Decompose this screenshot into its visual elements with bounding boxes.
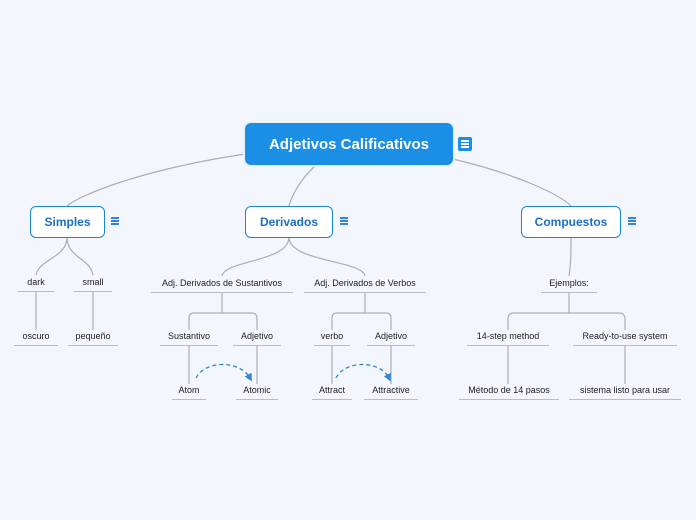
leaf-oscuro[interactable]: oscuro bbox=[14, 331, 58, 346]
leaf-ready-to-use-system[interactable]: Ready-to-use system bbox=[573, 331, 677, 346]
topic-derivados[interactable]: Derivados bbox=[245, 206, 333, 238]
notes-icon[interactable] bbox=[109, 215, 121, 227]
link-sust-col1 bbox=[188, 312, 222, 330]
link-sust-col2 bbox=[222, 312, 258, 330]
leaf-atomic[interactable]: Atomic bbox=[236, 385, 278, 400]
notes-icon[interactable] bbox=[458, 137, 472, 151]
leaf-sustantivo[interactable]: Sustantivo bbox=[160, 331, 218, 346]
link-verb-col1 bbox=[331, 312, 365, 330]
notes-icon[interactable] bbox=[626, 215, 638, 227]
leaf-adjetivo[interactable]: Adjetivo bbox=[367, 331, 415, 346]
topic-compuestos[interactable]: Compuestos bbox=[521, 206, 621, 238]
link-root-compuestos bbox=[452, 158, 572, 207]
leaf-attractive[interactable]: Attractive bbox=[364, 385, 418, 400]
dashed-arrow-atom-atomic bbox=[195, 364, 252, 382]
subtopic-ejemplos[interactable]: Ejemplos: bbox=[541, 278, 597, 293]
link-simples-small bbox=[66, 236, 94, 276]
link-derivados-sustantivos bbox=[221, 236, 290, 277]
leaf-adjetivo[interactable]: Adjetivo bbox=[233, 331, 281, 346]
link-ejemplos-item2 bbox=[569, 312, 626, 330]
leaf-small[interactable]: small bbox=[74, 277, 112, 292]
subtopic-verbos[interactable]: Adj. Derivados de Verbos bbox=[304, 278, 426, 293]
leaf-14-step-method[interactable]: 14-step method bbox=[467, 331, 549, 346]
root-topic[interactable]: Adjetivos Calificativos bbox=[245, 123, 453, 165]
link-root-simples bbox=[66, 153, 246, 207]
subtopic-sustantivos[interactable]: Adj. Derivados de Sustantivos bbox=[151, 278, 293, 293]
link-compuestos-ejemplos bbox=[568, 236, 572, 277]
leaf-attract[interactable]: Attract bbox=[312, 385, 352, 400]
link-verb-col2 bbox=[365, 312, 392, 330]
link-simples-dark bbox=[35, 236, 68, 276]
leaf-dark[interactable]: dark bbox=[18, 277, 54, 292]
link-derivados-verbos bbox=[288, 236, 366, 277]
leaf-verbo[interactable]: verbo bbox=[314, 331, 350, 346]
leaf-sistema-listo[interactable]: sistema listo para usar bbox=[569, 385, 681, 400]
notes-icon[interactable] bbox=[338, 215, 350, 227]
topic-simples[interactable]: Simples bbox=[30, 206, 105, 238]
link-ejemplos-item1 bbox=[507, 312, 569, 330]
leaf-atom[interactable]: Atom bbox=[172, 385, 206, 400]
leaf-metodo-14-pasos[interactable]: Método de 14 pasos bbox=[459, 385, 559, 400]
dashed-arrow-attract-attractive bbox=[335, 364, 391, 382]
link-root-derivados bbox=[288, 165, 316, 207]
leaf-pequeno[interactable]: pequeño bbox=[68, 331, 118, 346]
